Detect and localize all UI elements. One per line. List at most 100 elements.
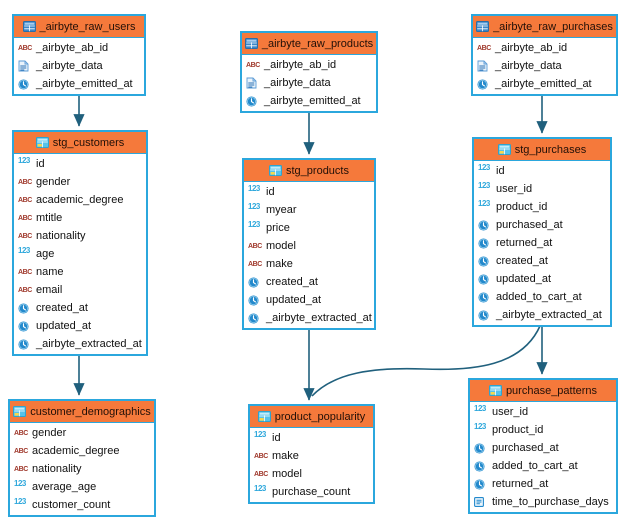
column-row-purchased_at[interactable]: purchased_at bbox=[474, 216, 610, 234]
column-row-_airbyte_ab_id[interactable]: ABC_airbyte_ab_id bbox=[473, 39, 616, 57]
column-row-_airbyte_data[interactable]: _airbyte_data bbox=[473, 57, 616, 75]
column-row-purchased_at[interactable]: purchased_at bbox=[470, 439, 616, 457]
column-row-updated_at[interactable]: updated_at bbox=[474, 270, 610, 288]
table-title: _airbyte_raw_users bbox=[39, 20, 136, 33]
table-header-stg_customers[interactable]: stg_customers bbox=[14, 132, 146, 154]
table-header-product_popularity[interactable]: product_popularity bbox=[250, 406, 373, 428]
column-name: id bbox=[266, 186, 275, 198]
column-row-returned_at[interactable]: returned_at bbox=[470, 475, 616, 493]
column-name: _airbyte_ab_id bbox=[495, 42, 568, 54]
clock-icon bbox=[474, 460, 492, 472]
string-abc-icon: ABC bbox=[14, 465, 28, 473]
column-row-_airbyte_data[interactable]: _airbyte_data bbox=[242, 74, 376, 92]
column-row-_airbyte_emitted_at[interactable]: _airbyte_emitted_at bbox=[14, 75, 144, 93]
column-name: updated_at bbox=[36, 320, 92, 332]
column-row-updated_at[interactable]: updated_at bbox=[14, 317, 146, 335]
table-header-stg_purchases[interactable]: stg_purchases bbox=[474, 139, 610, 161]
column-name: id bbox=[36, 158, 45, 170]
table-header-customer_demographics[interactable]: customer_demographics bbox=[10, 401, 154, 423]
numeric-123-icon: 123 bbox=[18, 156, 30, 165]
clock-icon bbox=[248, 312, 266, 324]
column-row-price[interactable]: 123 price bbox=[244, 219, 374, 237]
column-row-updated_at[interactable]: updated_at bbox=[244, 291, 374, 309]
column-name: returned_at bbox=[496, 237, 553, 249]
column-row-created_at[interactable]: created_at bbox=[14, 299, 146, 317]
column-name: _airbyte_data bbox=[36, 60, 103, 72]
column-row-added_to_cart_at[interactable]: added_to_cart_at bbox=[474, 288, 610, 306]
column-row-_airbyte_extracted_at[interactable]: _airbyte_extracted_at bbox=[244, 309, 374, 327]
column-row-_airbyte_extracted_at[interactable]: _airbyte_extracted_at bbox=[474, 306, 610, 324]
column-name: _airbyte_emitted_at bbox=[495, 78, 592, 90]
column-name: price bbox=[266, 222, 290, 234]
view-icon bbox=[13, 406, 27, 417]
connector-stg_purchases-to-product_popularity[interactable] bbox=[311, 325, 541, 397]
column-name: make bbox=[266, 258, 293, 270]
numeric-123-icon: 123 bbox=[248, 220, 260, 229]
clock-icon bbox=[478, 309, 496, 321]
column-row-_airbyte_emitted_at[interactable]: _airbyte_emitted_at bbox=[242, 92, 376, 110]
column-row-_airbyte_extracted_at[interactable]: _airbyte_extracted_at bbox=[14, 335, 146, 353]
numeric-123-icon: 123 bbox=[474, 422, 486, 431]
table-header-airbyte_raw_purchases[interactable]: _airbyte_raw_purchases bbox=[473, 16, 616, 38]
clock-icon bbox=[474, 478, 492, 490]
column-row-added_to_cart_at[interactable]: added_to_cart_at bbox=[470, 457, 616, 475]
table-header-airbyte_raw_products[interactable]: _airbyte_raw_products bbox=[242, 33, 376, 55]
column-row-id[interactable]: 123 id bbox=[14, 155, 146, 173]
column-row-time_to_purchase_days[interactable]: time_to_purchase_days bbox=[470, 493, 616, 511]
column-row-_airbyte_emitted_at[interactable]: _airbyte_emitted_at bbox=[473, 75, 616, 93]
column-row-_airbyte_data[interactable]: _airbyte_data bbox=[14, 57, 144, 75]
table-title: product_popularity bbox=[274, 410, 366, 423]
column-row-created_at[interactable]: created_at bbox=[244, 273, 374, 291]
column-row-_airbyte_ab_id[interactable]: ABC_airbyte_ab_id bbox=[242, 56, 376, 74]
table-header-stg_products[interactable]: stg_products bbox=[244, 160, 374, 182]
table-header-airbyte_raw_users[interactable]: _airbyte_raw_users bbox=[14, 16, 144, 38]
column-name: product_id bbox=[492, 424, 544, 436]
column-row-_airbyte_ab_id[interactable]: ABC_airbyte_ab_id bbox=[14, 39, 144, 57]
column-row-product_id[interactable]: 123 product_id bbox=[470, 421, 616, 439]
view-icon bbox=[269, 165, 282, 176]
column-name: added_to_cart_at bbox=[492, 460, 578, 472]
column-name: created_at bbox=[496, 255, 548, 267]
clock-icon bbox=[478, 255, 496, 267]
clock-icon bbox=[478, 273, 496, 285]
column-row-returned_at[interactable]: returned_at bbox=[474, 234, 610, 252]
table-header-purchase_patterns[interactable]: purchase_patterns bbox=[470, 380, 616, 402]
column-name: purchased_at bbox=[492, 442, 559, 454]
column-row-created_at[interactable]: created_at bbox=[474, 252, 610, 270]
